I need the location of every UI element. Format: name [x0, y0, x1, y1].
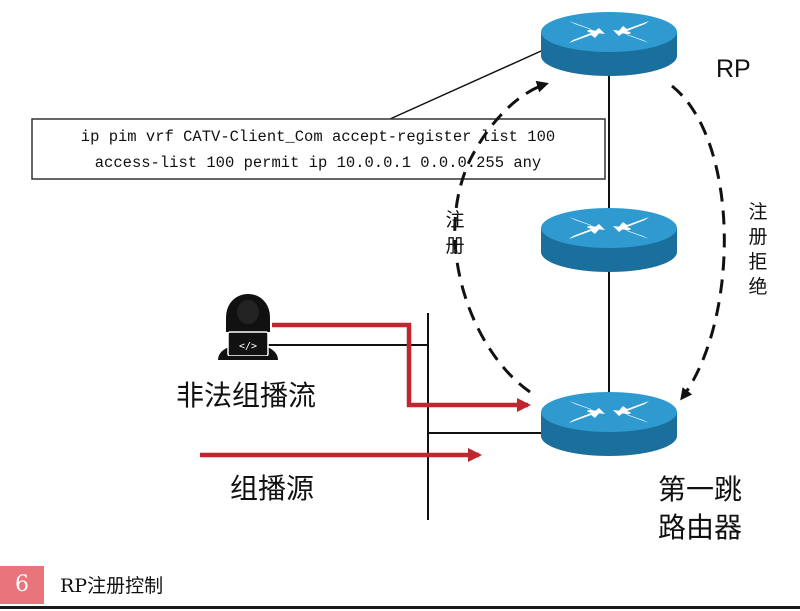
first-hop-router-icon [541, 392, 677, 456]
illegal-stream-label: 非法组播流 [176, 379, 316, 412]
first-hop-label-line-2: 路由器 [658, 511, 742, 544]
register-reject-dashed-arrow [671, 84, 726, 401]
reject-label-char-1: 注 [748, 201, 767, 223]
config-callout-pointer [389, 46, 551, 120]
reject-label-char-4: 绝 [748, 276, 767, 298]
rp-router-icon [541, 12, 677, 76]
figure-number-badge: 6 [0, 566, 44, 604]
first-hop-label-line-1: 第一跳 [658, 473, 742, 506]
config-box [31, 118, 606, 180]
reject-label-char-2: 册 [748, 226, 767, 248]
hacker-icon: </> [218, 294, 278, 360]
svg-text:</>: </> [239, 341, 257, 352]
register-dashed-arrow [453, 80, 549, 394]
reject-label-char-3: 拒 [748, 251, 767, 273]
register-label-char-2: 册 [445, 235, 464, 257]
rp-label: RP [716, 55, 751, 83]
caption-divider [0, 606, 800, 609]
figure-caption: 6 RP注册控制 [0, 566, 800, 611]
register-label-char-1: 注 [445, 209, 464, 231]
config-line-2: access-list 100 permit ip 10.0.0.1 0.0.0… [95, 154, 541, 172]
middle-router-icon [541, 208, 677, 272]
illegal-stream-red-arrow [272, 322, 531, 412]
multicast-source-label: 组播源 [230, 472, 314, 505]
figure-title: RP注册控制 [60, 575, 164, 597]
config-line-1: ip pim vrf CATV-Client_Com accept-regist… [81, 128, 555, 146]
